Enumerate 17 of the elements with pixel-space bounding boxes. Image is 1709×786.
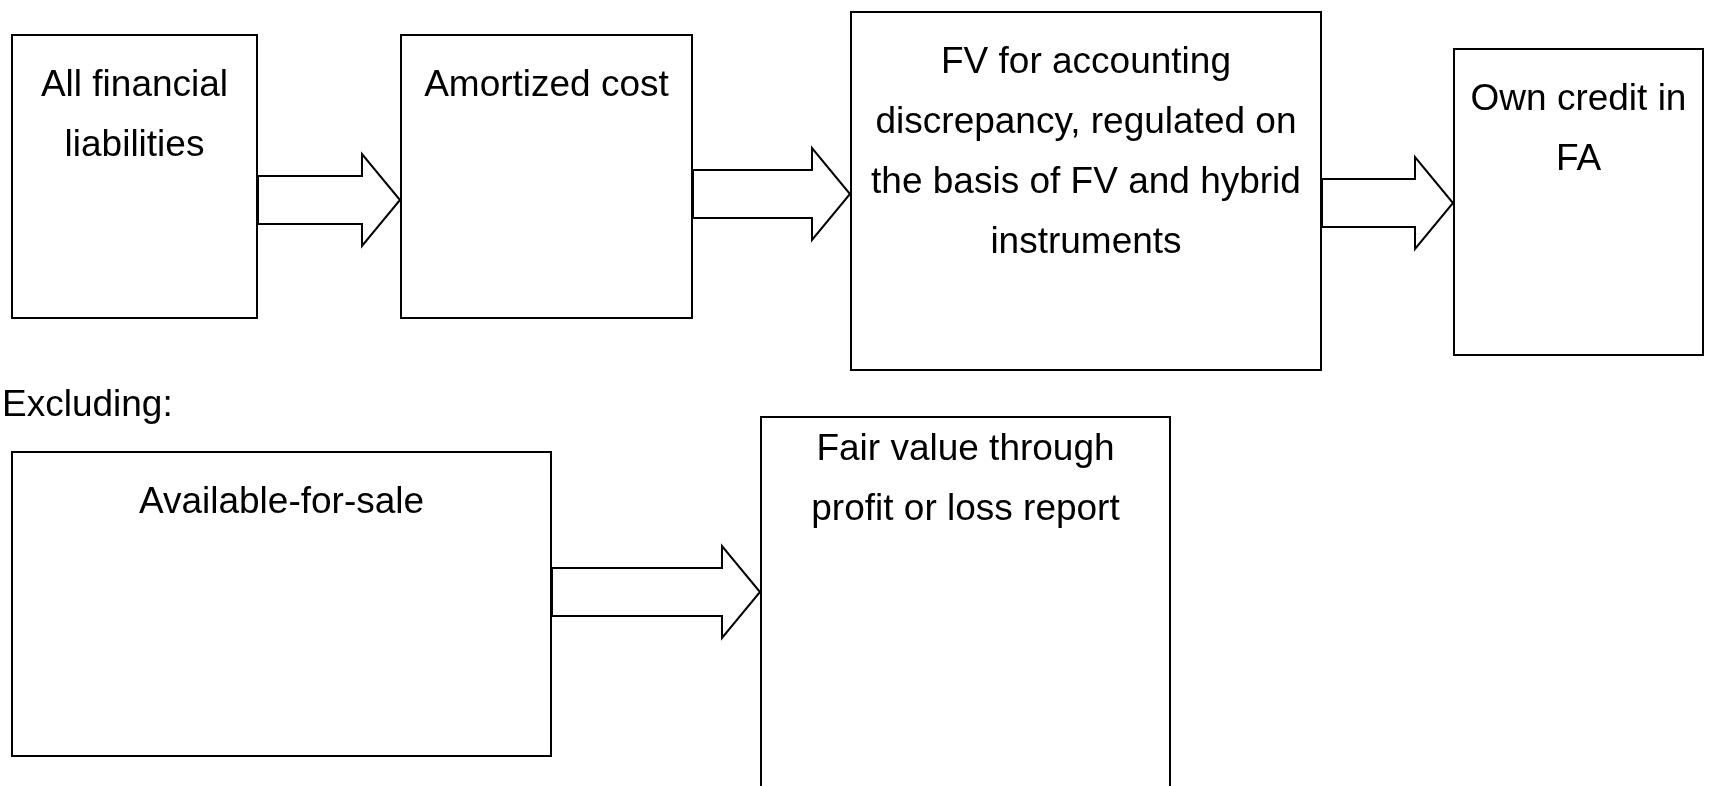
- box-text: All financial liabilities: [39, 62, 230, 166]
- process-box: [760, 416, 1171, 786]
- block-arrow: [692, 145, 852, 243]
- box-text: Own credit in FA: [1469, 76, 1688, 180]
- note-text: Excluding:: [2, 383, 173, 425]
- process-box: [400, 34, 693, 319]
- block-arrow: [257, 151, 402, 249]
- box-text: Available-for-sale: [137, 479, 426, 523]
- box-text: Amortized cost: [423, 62, 670, 106]
- process-box: [1453, 48, 1704, 356]
- block-arrow: [551, 543, 762, 641]
- process-box: [11, 34, 258, 319]
- box-text: FV for accounting discrepancy, regulated on the basis of FV and hybrid instruments: [870, 39, 1302, 263]
- process-box: [850, 11, 1322, 371]
- box-text: Fair value through profit or loss report: [810, 426, 1121, 530]
- process-box: [11, 451, 552, 757]
- block-arrow: [1321, 154, 1455, 252]
